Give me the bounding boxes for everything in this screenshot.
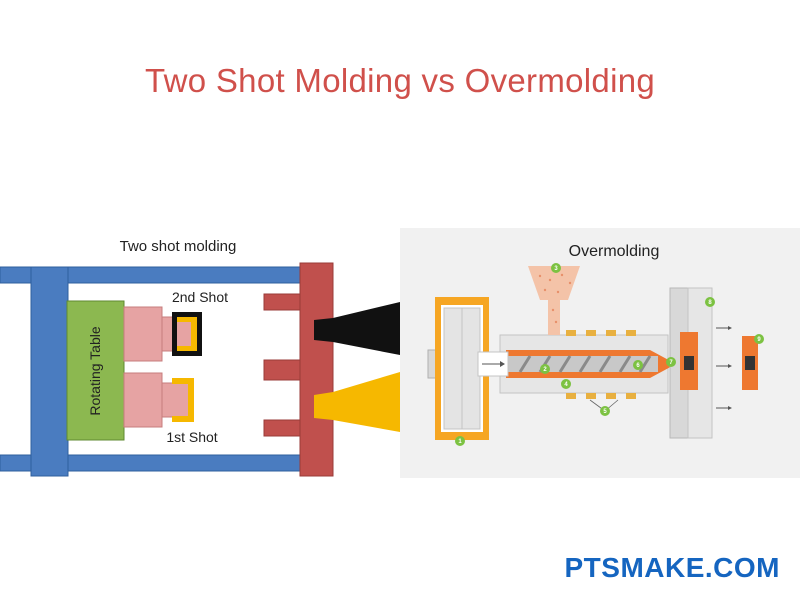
svg-text:7: 7	[669, 360, 673, 366]
mold-core-bottom	[123, 372, 163, 428]
marker-2: 2	[540, 364, 550, 374]
svg-text:2: 2	[543, 367, 547, 373]
marker-1: 1	[455, 436, 465, 446]
overmolding-panel: Overmolding	[400, 228, 800, 478]
marker-9: 9	[754, 334, 764, 344]
brand-footer: PTSMAKE.COM	[564, 552, 780, 583]
two-shot-heading: Two shot molding	[120, 238, 237, 255]
marker-3: 3	[551, 263, 561, 273]
hopper-neck	[548, 300, 560, 335]
finished-part-insert	[745, 356, 755, 370]
nozzle-first-shot	[314, 372, 400, 432]
platen-tab-2	[263, 359, 302, 381]
hopper	[528, 266, 580, 300]
svg-text:5: 5	[603, 409, 607, 415]
first-shot-core	[172, 384, 188, 416]
marker-4: 4	[561, 379, 571, 389]
page-title: Two Shot Molding vs Overmolding	[144, 62, 656, 99]
marker-7: 7	[666, 357, 676, 367]
platen-tab-1	[263, 293, 302, 311]
two-shot-panel: Two shot molding Rotating Table 2nd Shot…	[0, 238, 400, 477]
ejection-arrows	[716, 327, 728, 409]
frame-vertical-plate	[30, 266, 69, 477]
svg-text:1: 1	[458, 439, 462, 445]
heater-bands	[566, 330, 636, 399]
hopper-pellets	[538, 273, 572, 324]
second-shot-label: 2nd Shot	[172, 289, 228, 305]
first-shot-label: 1st Shot	[166, 429, 217, 445]
svg-text:3: 3	[554, 266, 558, 272]
marker-5: 5	[600, 406, 610, 416]
svg-text:6: 6	[636, 363, 640, 369]
stationary-platen	[299, 262, 334, 477]
svg-text:4: 4	[564, 382, 568, 388]
overmolding-heading: Overmolding	[569, 243, 660, 260]
insert-part	[684, 356, 694, 370]
marker-8: 8	[705, 297, 715, 307]
svg-text:8: 8	[708, 300, 712, 306]
nozzle-second-shot	[314, 302, 400, 355]
mold-core-top	[123, 306, 163, 362]
rotating-table	[66, 300, 125, 441]
svg-text:9: 9	[757, 337, 761, 343]
marker-6: 6	[633, 360, 643, 370]
platen-tab-3	[263, 419, 302, 437]
second-shot-core	[177, 322, 191, 346]
rotating-table-label: Rotating Table	[87, 326, 103, 415]
